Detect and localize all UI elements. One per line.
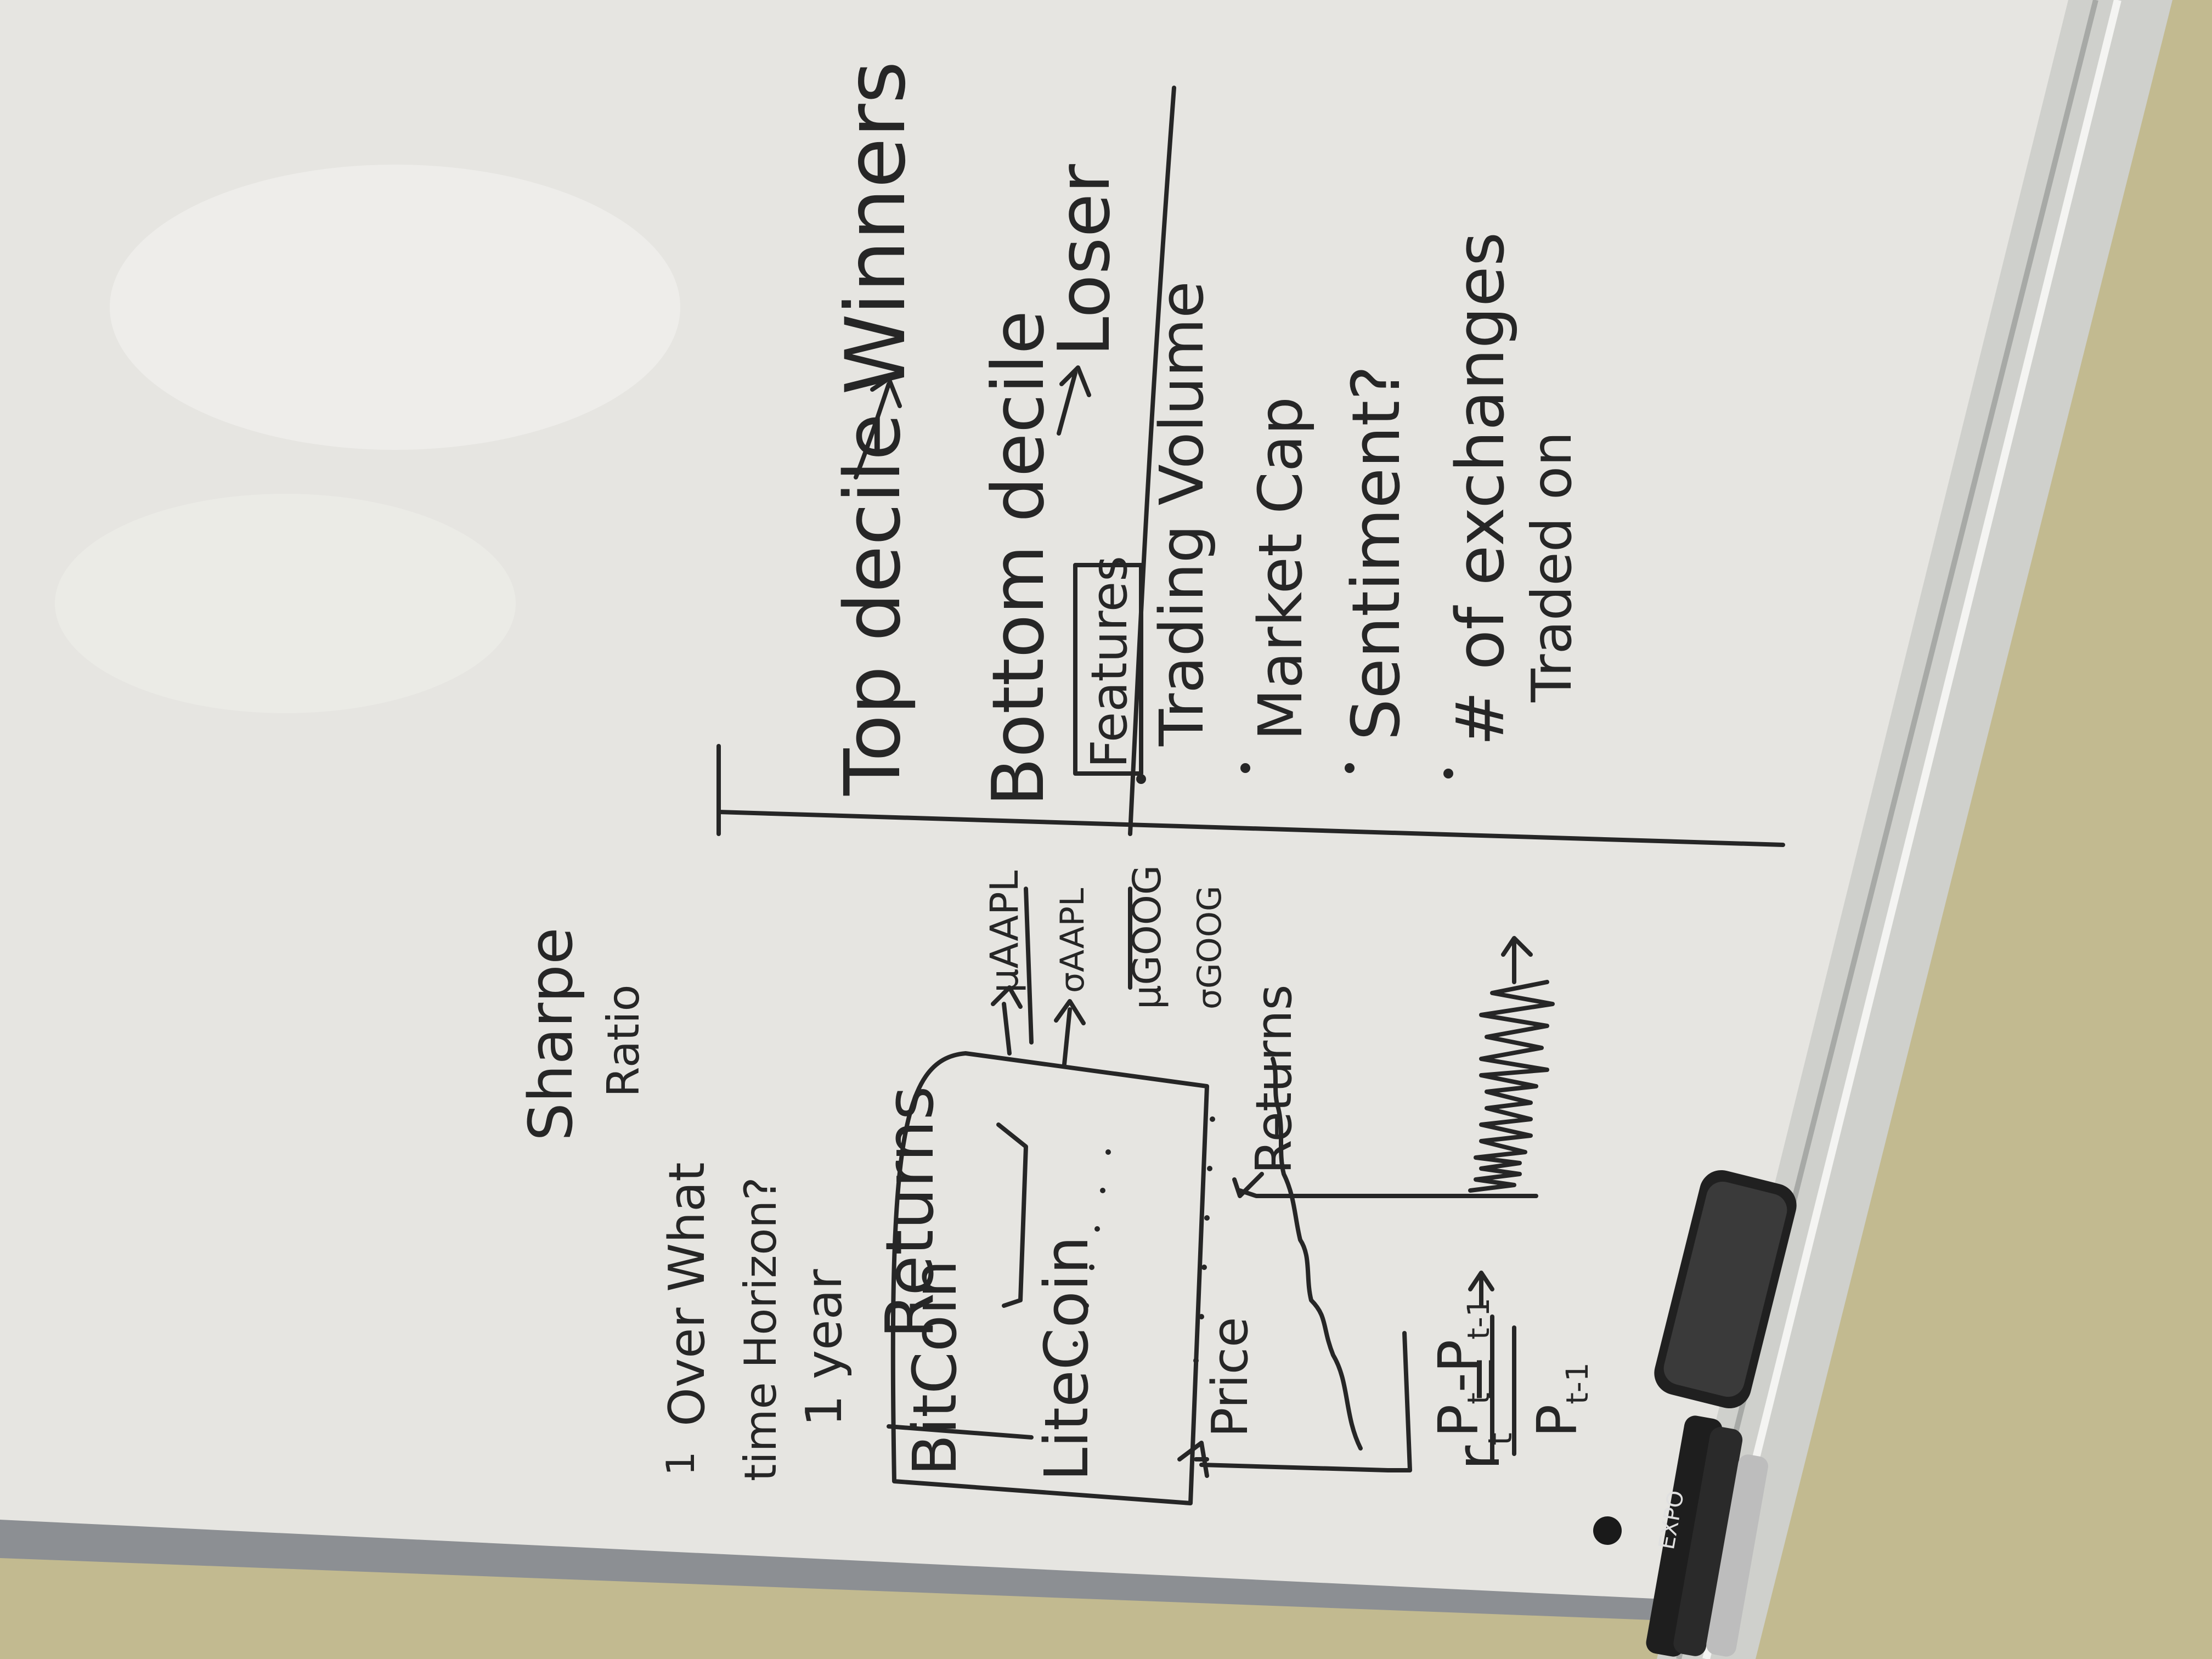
question-number: 1 <box>658 1451 703 1476</box>
formula-denominator: Pt-1 <box>1525 1362 1595 1437</box>
price-axis-label: Price <box>1201 1317 1259 1437</box>
mu-goog: μGOOG <box>1125 865 1170 1009</box>
loser-label: Loser <box>1042 164 1126 357</box>
divider-line <box>1128 86 1176 836</box>
mu-aapl: μAAPL <box>982 870 1027 993</box>
formula-lhs: rt <box>1443 1432 1520 1470</box>
question-answer: 1 year <box>795 1269 853 1426</box>
feature-exchanges: # of exchanges <box>1443 232 1519 746</box>
feature-market-cap: Market Cap <box>1245 396 1316 741</box>
returns-squiggle <box>1468 936 1555 1193</box>
returns-chart-axes <box>1232 1172 1538 1198</box>
feature-traded-on: Traded on <box>1520 431 1584 702</box>
bottom-decile-label: Bottom decile <box>977 310 1060 806</box>
markers <box>1646 1415 1768 1657</box>
formula-numerator: Pt-Pt-1 <box>1426 1297 1496 1437</box>
features-header: Features <box>1081 556 1138 768</box>
ratio-title: Ratio <box>598 984 649 1097</box>
sigma-goog: σGOOG <box>1190 885 1229 1009</box>
returns-box <box>890 1051 1209 1505</box>
feature-sentiment: Sentiment? <box>1339 365 1415 741</box>
feature-trading-volume: Trading Volume <box>1147 281 1217 746</box>
sigma-aapl: σAAPL <box>1053 888 1092 993</box>
magnet <box>1593 1516 1622 1545</box>
question-line2: time Horizon? <box>735 1177 786 1482</box>
returns-row-litecoin: LiteCoin <box>1031 1235 1102 1481</box>
question-line1: Over What <box>658 1162 716 1426</box>
returns-axis-label: Returns <box>1245 984 1303 1174</box>
returns-row-bitcoin: BitCoin <box>900 1260 970 1476</box>
price-line <box>1271 1057 1363 1451</box>
top-decile-label: Top decile <box>828 413 918 795</box>
winners-label: Winners <box>828 61 924 395</box>
eraser <box>1654 1170 1797 1409</box>
sharpe-title: Sharpe <box>516 927 586 1141</box>
baseline-line <box>716 810 1785 847</box>
